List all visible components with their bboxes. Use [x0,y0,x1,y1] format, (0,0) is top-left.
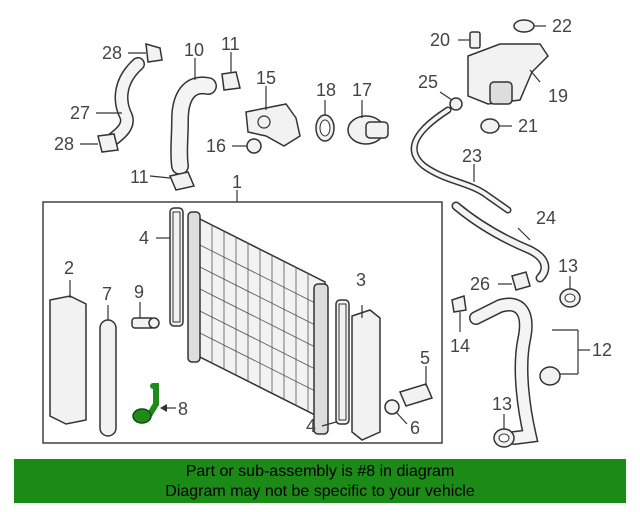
callout-18: 18 [316,80,336,100]
callout-9: 9 [134,282,144,302]
part-15-housing [245,86,301,147]
info-banner: Part or sub-assembly is #8 in diagram Di… [14,459,626,503]
callout-8: 8 [178,399,188,419]
part-6-washer [384,399,408,425]
callout-12: 12 [592,340,612,360]
part-11-clamp-bottom [149,171,196,191]
part-19-reservoir [467,43,549,105]
callout-5: 5 [420,348,430,368]
callout-20: 20 [430,30,450,50]
callout-25: 25 [418,72,438,92]
callout-1: 1 [232,172,242,192]
part-4-seal-left [169,207,184,327]
part-28-clamp-top [128,42,163,63]
callout-3: 3 [356,270,366,290]
part-11-clamp-top [221,52,241,91]
part-23-hose [410,106,512,214]
callout-17: 17 [352,80,372,100]
part-3-tank [351,305,381,441]
part-21-grommet [480,118,512,134]
banner-line-2: Diagram may not be specific to your vehi… [165,483,475,500]
callout-11-bottom: 11 [130,167,149,187]
part-13-clamp-bottom [493,414,515,448]
part-14-clamp [451,295,467,332]
callout-28-top: 28 [102,43,122,63]
callout-24: 24 [536,208,556,228]
callout-26: 26 [470,274,490,294]
part-8-drain-cock [132,383,176,424]
callout-4-bottom: 4 [306,416,316,436]
part-12-clamp-lower [539,366,561,386]
callout-21: 21 [518,116,538,136]
part-26-clamp [498,271,531,291]
callout-15: 15 [256,68,276,88]
callout-10: 10 [184,40,204,60]
part-16-bolt [232,138,262,154]
part-2-tank [49,280,87,425]
callout-13-bottom: 13 [492,394,512,414]
callout-23: 23 [462,146,482,166]
radiator-assembly-frame [42,190,443,444]
banner-line-1: Part or sub-assembly is #8 in diagram [185,463,455,480]
part-25-clamp [439,91,463,111]
part-12-hose [469,297,590,445]
part-9-plug [131,302,160,329]
part-22-cap [513,19,546,33]
part-27-hose [96,57,145,147]
part-7-pipe [99,305,117,437]
callout-22: 22 [552,16,572,36]
part-13-clamp-top [559,276,581,308]
callout-4-top: 4 [139,228,149,248]
callout-2: 2 [64,258,74,278]
part-28-clamp-bottom [80,133,119,153]
part-18-gasket [315,100,335,142]
callout-6: 6 [410,418,420,438]
callout-11-top: 11 [221,34,240,54]
callout-16: 16 [206,136,226,156]
radiator-core [187,211,329,435]
callout-19: 19 [548,86,568,106]
part-4-seal-right [335,299,350,425]
callout-28-bottom: 28 [54,134,74,154]
callout-13-top: 13 [558,256,578,276]
part-20-bolt [458,31,481,49]
callout-27: 27 [70,103,90,123]
callout-7: 7 [102,284,112,304]
part-24-hose [451,201,550,283]
callout-labels: 1 2 3 4 4 5 6 7 8 9 10 11 11 12 13 13 14… [54,16,612,438]
part-5-sensor [398,366,434,407]
part-10-hose [170,58,217,175]
callout-14: 14 [450,336,470,356]
part-17-thermostat [347,100,389,145]
